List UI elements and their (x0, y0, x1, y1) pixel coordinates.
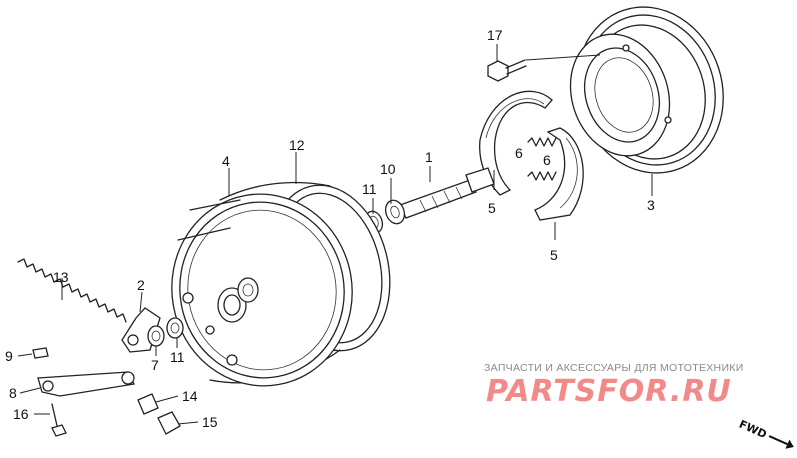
callout-6b: 6 (543, 152, 551, 168)
callout-11b: 11 (170, 349, 185, 365)
watermark-tagline: ЗАПЧАСТИ И АКСЕССУАРЫ ДЛЯ МОТОТЕХНИКИ (484, 362, 744, 374)
seal-7 (147, 325, 165, 347)
leader-lines (17, 44, 653, 425)
callout-17: 17 (487, 27, 503, 43)
drum-bolt (487, 54, 601, 82)
callout-5b: 5 (550, 247, 558, 263)
seal-11-lower (166, 317, 184, 339)
return-spring (17, 258, 127, 323)
callout-1: 1 (425, 149, 433, 165)
callout-10: 10 (380, 161, 396, 177)
callout-14: 14 (182, 388, 198, 404)
callout-12: 12 (289, 137, 305, 153)
shoe-spring-lower (527, 171, 557, 181)
callout-3: 3 (647, 197, 655, 213)
shoe-spring-upper (527, 137, 557, 147)
callout-4: 4 (222, 153, 230, 169)
watermark: ЗАПЧАСТИ И АКСЕССУАРЫ ДЛЯ МОТОТЕХНИКИ PA… (484, 362, 744, 409)
nut-15 (157, 411, 181, 435)
brake-shoe-lower (534, 127, 584, 221)
pin-9 (32, 347, 49, 359)
fwd-arrow-icon (768, 435, 788, 446)
joint-14 (137, 393, 159, 415)
fwd-direction-marker: FWD (737, 418, 794, 449)
fwd-label: FWD (737, 418, 769, 442)
fwd-arrowhead-icon (785, 439, 794, 449)
callout-6a: 6 (515, 145, 523, 161)
callout-9: 9 (5, 348, 13, 364)
callout-2: 2 (137, 277, 145, 293)
brake-panel-hub (171, 181, 391, 387)
arm-bolt (51, 403, 67, 437)
callout-16: 16 (13, 406, 29, 422)
callout-5a: 5 (488, 200, 496, 216)
callout-8: 8 (9, 385, 17, 401)
callouts: 1 2 3 4 5 5 6 6 7 8 9 10 11 11 12 13 14 … (5, 27, 655, 430)
watermark-logo: PARTSFOR.RU (486, 374, 732, 409)
washer-10 (384, 199, 406, 225)
callout-11a: 11 (362, 181, 377, 197)
brake-drum (569, 6, 724, 174)
callout-13: 13 (53, 269, 69, 285)
callout-7: 7 (151, 357, 159, 373)
brake-cam (399, 167, 495, 219)
callout-15: 15 (202, 414, 218, 430)
brake-arm (37, 371, 135, 397)
